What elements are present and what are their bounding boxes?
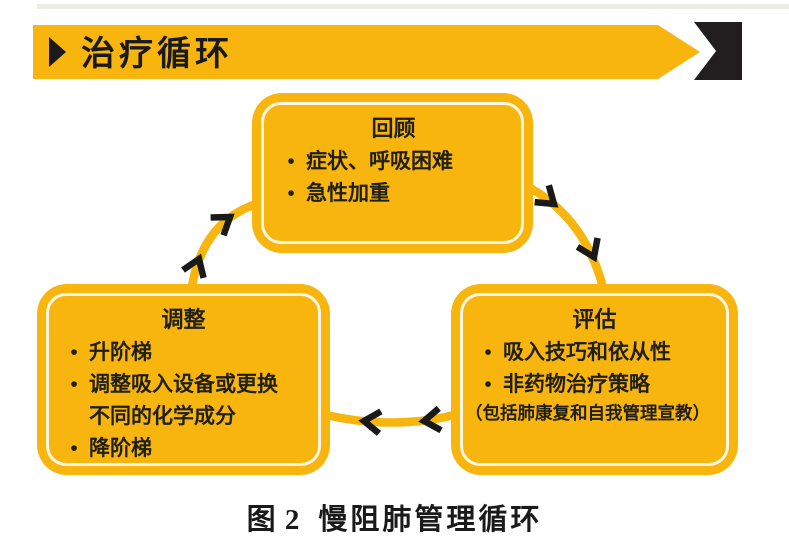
arrow-chevron-icon <box>575 237 601 263</box>
arc-adjust-to-review <box>186 198 261 293</box>
section-banner: 治疗循环 <box>33 25 700 79</box>
bullet-icon: • <box>70 372 78 396</box>
banner-arrow-icon <box>49 37 66 67</box>
bullet-icon: • <box>70 340 78 364</box>
box-inner-border: 评估 • 吸入技巧和依从性 • 非药物治疗策略 （包括肺康复和自我管理宣教） <box>460 293 729 466</box>
arrow-chevron-icon <box>534 184 559 208</box>
bullet-text: 非药物治疗策略 <box>503 372 650 396</box>
bullet-text: 急性加重 <box>306 181 390 205</box>
arrow-chevron-icon <box>358 408 383 436</box>
assess-note: （包括肺康复和自我管理宣教） <box>465 403 710 423</box>
box-title-assess: 评估 <box>572 307 617 332</box>
list-item: • 调整吸入设备或更换不同的化学成分 <box>59 368 308 432</box>
bullet-icon: • <box>287 181 295 205</box>
scan-artifact-rule <box>37 4 789 9</box>
cycle-box-review: 回顾 • 症状、呼吸困难 • 急性加重 <box>252 93 533 253</box>
bullet-text: 降阶梯 <box>89 436 152 460</box>
bullet-text: 调整吸入设备或更换不同的化学成分 <box>89 372 278 428</box>
figure-title: 慢阻肺管理循环 <box>318 504 543 536</box>
bullet-text: 吸入技巧和依从性 <box>503 340 671 364</box>
cycle-box-assess: 评估 • 吸入技巧和依从性 • 非药物治疗策略 （包括肺康复和自我管理宣教） <box>451 284 738 475</box>
list-item: • 升阶梯 <box>59 336 308 368</box>
arc-assess-to-adjust <box>325 408 464 427</box>
list-item: • 急性加重 <box>276 177 511 209</box>
bullet-icon: • <box>287 149 295 173</box>
box-title-adjust: 调整 <box>161 307 206 332</box>
list-item: • 降阶梯 <box>59 432 308 464</box>
box-inner-border: 回顾 • 症状、呼吸困难 • 急性加重 <box>261 102 524 244</box>
arrow-chevron-icon <box>210 213 235 237</box>
list-item: • 症状、呼吸困难 <box>276 145 511 177</box>
cycle-box-adjust: 调整 • 升阶梯 • 调整吸入设备或更换不同的化学成分 • 降阶梯 <box>37 284 330 475</box>
list-item: • 吸入技巧和依从性 <box>473 336 716 368</box>
bullet-text: 症状、呼吸困难 <box>306 149 453 173</box>
box-inner-border: 调整 • 升阶梯 • 调整吸入设备或更换不同的化学成分 • 降阶梯 <box>46 293 321 466</box>
bullet-icon: • <box>484 340 492 364</box>
list-item: • 非药物治疗策略 <box>473 368 716 400</box>
arrow-chevron-icon <box>418 405 443 434</box>
arrow-chevron-icon <box>181 253 207 279</box>
bullet-icon: • <box>70 436 78 460</box>
box-title-review: 回顾 <box>371 116 416 141</box>
figure-caption: 图 2 慢阻肺管理循环 <box>0 496 789 538</box>
banner-title: 治疗循环 <box>81 36 233 73</box>
figure-label: 图 2 <box>246 504 301 536</box>
bullet-icon: • <box>484 372 492 396</box>
bullet-text: 升阶梯 <box>89 340 152 364</box>
